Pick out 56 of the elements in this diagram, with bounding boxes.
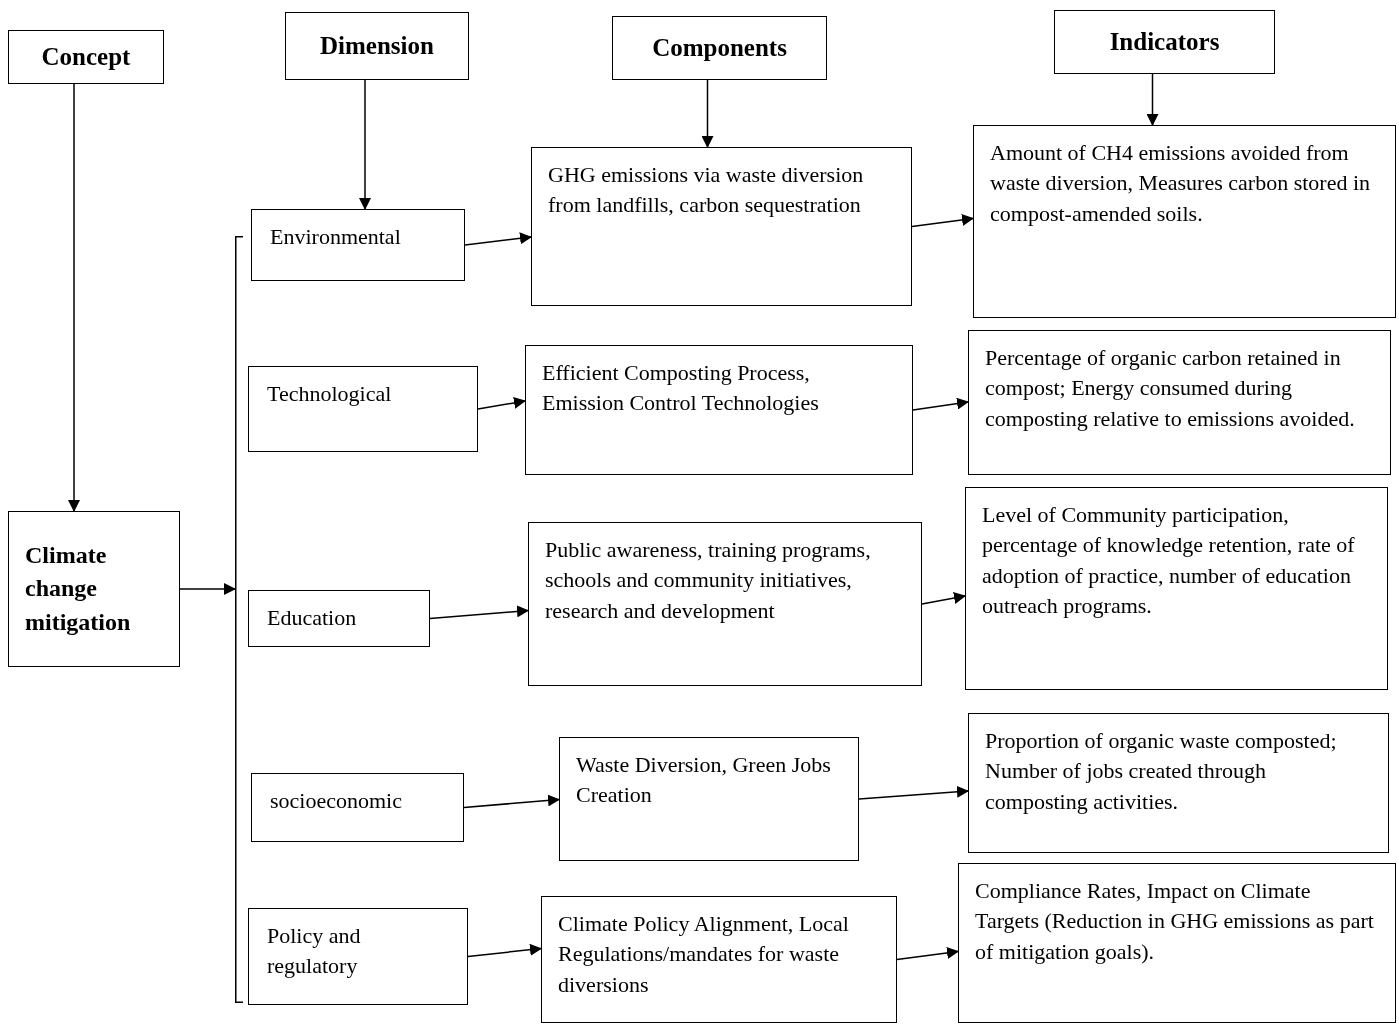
arrow <box>911 214 974 228</box>
text-box <box>958 863 1396 1023</box>
text-box <box>973 125 1396 318</box>
box-text: Proportion of organic waste composted; Number of jobs created through composting activities. <box>985 727 1338 816</box>
arrow <box>912 397 969 411</box>
arrow <box>429 605 529 620</box>
text-box <box>251 773 464 842</box>
text-box <box>968 330 1391 475</box>
header-box <box>285 12 469 80</box>
box-text: Environmental <box>270 223 401 251</box>
text-box <box>528 522 922 686</box>
text-box <box>559 737 859 861</box>
arrow <box>464 232 532 246</box>
box-text: Public awareness, training programs, schools and community initiatives, research and development <box>545 536 872 625</box>
text-box <box>8 511 180 667</box>
box-text: Percentage of organic carbon retained in compost; Energy consumed during composting relative to emissions avoided. <box>985 344 1356 433</box>
box-text: GHG emissions via waste diversion from landfills, carbon sequestration <box>548 161 865 220</box>
box-text: Education <box>267 604 357 632</box>
text-box <box>525 345 913 475</box>
column-heading: Concept <box>41 41 131 72</box>
bracket <box>235 236 243 1003</box>
text-box <box>248 590 430 647</box>
box-text: Climate Policy Alignment, Local Regulations/mandates for waste diversions <box>558 910 850 999</box>
header-box <box>1054 10 1275 74</box>
column-heading: Indicators <box>1109 26 1220 57</box>
text-box <box>248 366 478 452</box>
arrow <box>1146 73 1159 126</box>
arrow <box>858 785 969 800</box>
box-text: Compliance Rates, Impact on Climate Targets (Reduction in GHG emissions as part of mitigation goals). <box>975 877 1375 966</box>
arrow <box>701 79 714 148</box>
arrow <box>896 947 959 961</box>
box-text: Amount of CH4 emissions avoided from waste diversion, Measures carbon stored in compost-amended soils. <box>990 139 1371 228</box>
box-text: Waste Diversion, Green Jobs Creation <box>576 751 832 810</box>
box-text: Level of Community participation, percentage of knowledge retention, rate of adoption of practice, number of education outreach programs. <box>982 501 1356 621</box>
text-box <box>531 147 912 306</box>
arrow <box>477 396 526 410</box>
column-heading: Dimension <box>320 30 434 61</box>
arrow <box>68 83 80 512</box>
text-box <box>541 896 897 1023</box>
arrow <box>921 592 966 605</box>
box-text: Technological <box>267 380 392 408</box>
text-box <box>248 908 468 1005</box>
arrow <box>359 79 371 210</box>
box-text: Climate change mitigation <box>25 540 132 637</box>
header-box <box>8 30 164 84</box>
header-box <box>612 16 827 80</box>
box-text: Efficient Composting Process, Emission Control Technologies <box>542 359 820 418</box>
text-box <box>251 209 465 281</box>
text-box <box>965 487 1388 690</box>
arrow <box>179 583 236 595</box>
column-heading: Components <box>652 32 787 63</box>
box-text: socioeconomic <box>270 787 402 815</box>
text-box <box>968 713 1389 853</box>
box-text: Policy and regulatory <box>267 922 362 981</box>
arrow <box>467 943 542 958</box>
arrow <box>463 794 560 809</box>
